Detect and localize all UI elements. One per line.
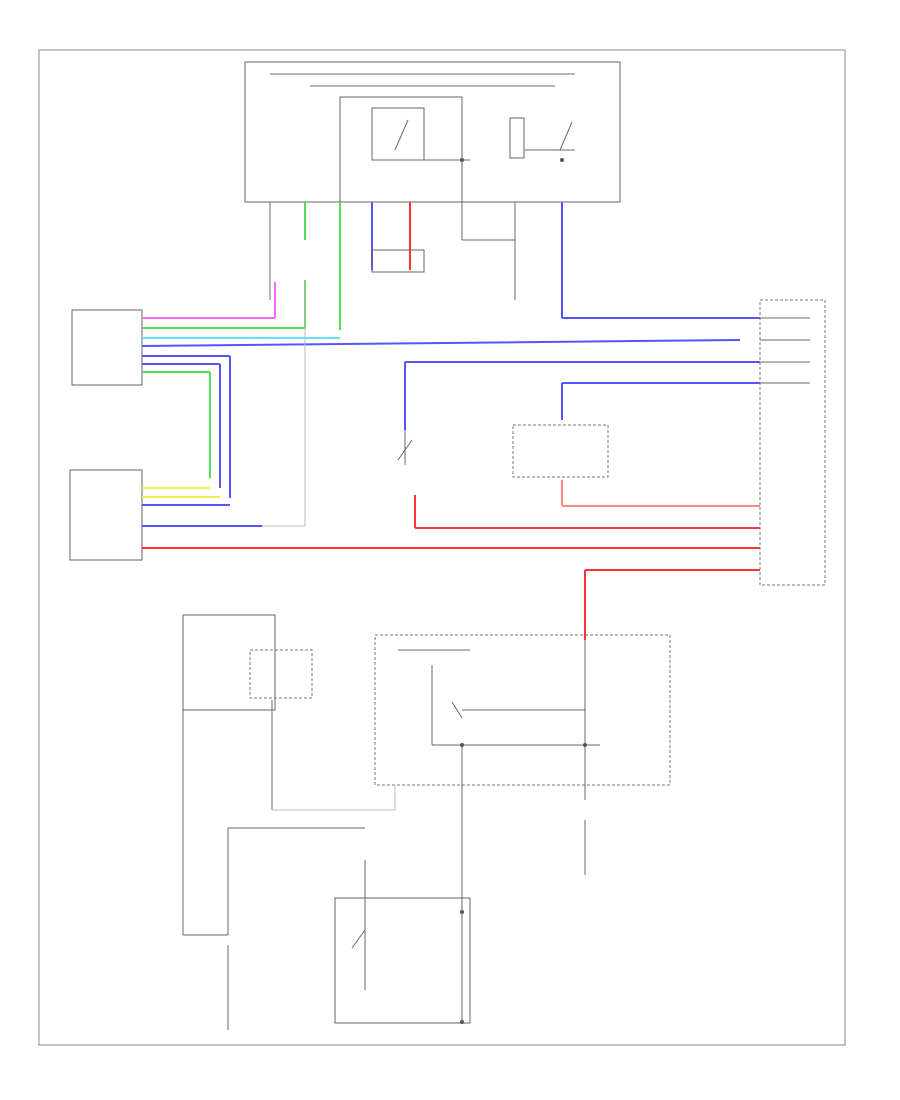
center-wires	[397, 361, 760, 640]
top-junction-block	[244, 61, 621, 203]
lower-left-module	[69, 280, 760, 561]
right-connector	[759, 299, 826, 586]
lower-relay-box	[374, 634, 671, 1022]
diagram-frame	[38, 49, 846, 1046]
top-block-wires	[269, 202, 760, 330]
battery-circuit	[182, 710, 586, 1030]
left-relay	[182, 614, 396, 811]
left-control-module	[71, 280, 741, 498]
starter-block	[334, 860, 471, 1024]
